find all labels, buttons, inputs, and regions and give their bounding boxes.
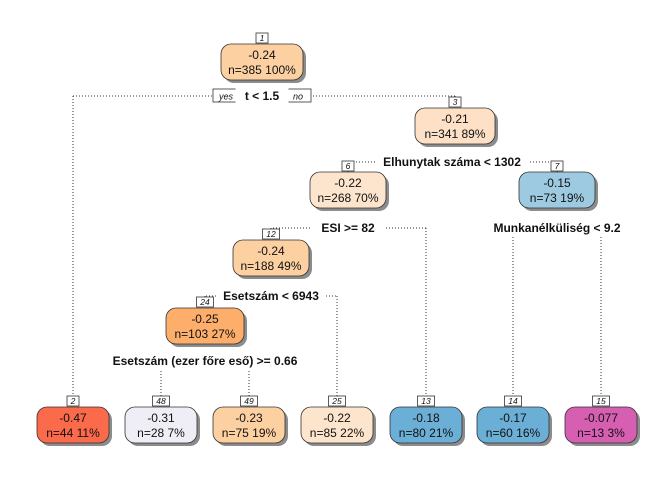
node-box bbox=[165, 307, 245, 345]
node-id: 48 bbox=[156, 396, 166, 406]
node-id: 12 bbox=[266, 229, 276, 239]
node-info: n=73 19% bbox=[530, 191, 585, 205]
node-id: 25 bbox=[331, 396, 342, 406]
tree-node: 25 -0.22n=85 22% bbox=[300, 395, 376, 446]
node-box bbox=[476, 406, 550, 444]
node-box bbox=[212, 406, 286, 444]
node-info: n=28 7% bbox=[137, 426, 185, 440]
tree-node: 12 -0.24n=188 49% bbox=[232, 228, 312, 279]
node-value: -0.077 bbox=[584, 411, 618, 425]
node-id: 3 bbox=[453, 97, 458, 107]
node-value: -0.22 bbox=[334, 176, 362, 190]
node-box bbox=[389, 406, 463, 444]
split-label: t < 1.5 bbox=[245, 89, 280, 103]
node-id: 14 bbox=[508, 396, 518, 406]
node-box bbox=[36, 406, 110, 444]
no-tag-label: no bbox=[293, 92, 303, 102]
tree-node: 3 -0.21n=341 89% bbox=[414, 96, 498, 147]
node-box bbox=[518, 171, 596, 209]
yes-tag: yes bbox=[212, 88, 240, 103]
node-id: 49 bbox=[244, 396, 254, 406]
tree-node: 49 -0.23n=75 19% bbox=[212, 395, 288, 446]
node-box bbox=[414, 107, 496, 145]
node-info: n=268 70% bbox=[317, 191, 378, 205]
split-label: Esetszám < 6943 bbox=[223, 289, 319, 303]
node-info: n=75 19% bbox=[222, 426, 277, 440]
no-tag: no bbox=[284, 88, 312, 103]
node-info: n=341 89% bbox=[424, 127, 485, 141]
split-label: Esetszám (ezer főre eső) >= 0.66 bbox=[113, 354, 298, 368]
node-info: n=188 49% bbox=[240, 259, 301, 273]
node-box bbox=[220, 43, 304, 81]
split-label: Elhunytak száma < 1302 bbox=[383, 155, 521, 169]
node-value: -0.24 bbox=[257, 244, 285, 258]
split-label: Munkanélküliség < 9.2 bbox=[493, 221, 620, 235]
tree-node: 2 -0.47n=44 11% bbox=[36, 395, 112, 446]
tree-node: 14 -0.17n=60 16% bbox=[476, 395, 552, 446]
node-info: n=385 100% bbox=[228, 63, 296, 77]
node-id: 13 bbox=[421, 396, 431, 406]
node-value: -0.22 bbox=[323, 411, 351, 425]
node-id: 15 bbox=[596, 396, 606, 406]
node-value: -0.23 bbox=[235, 411, 263, 425]
node-id: 2 bbox=[70, 396, 76, 406]
tree-node: 7 -0.15n=73 19% bbox=[518, 160, 598, 211]
tree-node: 6 -0.22n=268 70% bbox=[309, 160, 389, 211]
node-value: -0.25 bbox=[191, 312, 219, 326]
node-info: n=80 21% bbox=[399, 426, 454, 440]
node-info: n=60 16% bbox=[486, 426, 541, 440]
node-info: n=103 27% bbox=[174, 327, 235, 341]
tree-node: 1 -0.24n=385 100% bbox=[220, 32, 306, 83]
node-value: -0.24 bbox=[248, 48, 276, 62]
node-id: 7 bbox=[555, 161, 560, 171]
node-box bbox=[124, 406, 198, 444]
node-box bbox=[564, 406, 638, 444]
node-id: 1 bbox=[260, 33, 265, 43]
node-value: -0.47 bbox=[59, 411, 87, 425]
node-info: n=13 3% bbox=[577, 426, 625, 440]
node-value: -0.31 bbox=[147, 411, 175, 425]
node-value: -0.18 bbox=[412, 411, 440, 425]
node-box bbox=[309, 171, 387, 209]
tree-node: 48 -0.31n=28 7% bbox=[124, 395, 200, 446]
node-value: -0.21 bbox=[441, 112, 469, 126]
tree-node: 24 -0.25n=103 27% bbox=[165, 296, 247, 347]
split-label: ESI >= 82 bbox=[321, 221, 375, 235]
node-id: 6 bbox=[346, 161, 351, 171]
node-value: -0.17 bbox=[499, 411, 527, 425]
node-value: -0.15 bbox=[543, 176, 571, 190]
node-id: 24 bbox=[199, 297, 210, 307]
node-info: n=44 11% bbox=[46, 426, 100, 440]
node-box bbox=[300, 406, 374, 444]
yes-tag-label: yes bbox=[218, 92, 234, 102]
node-box bbox=[232, 239, 310, 277]
node-info: n=85 22% bbox=[310, 426, 365, 440]
tree-node: 13 -0.18n=80 21% bbox=[389, 395, 465, 446]
